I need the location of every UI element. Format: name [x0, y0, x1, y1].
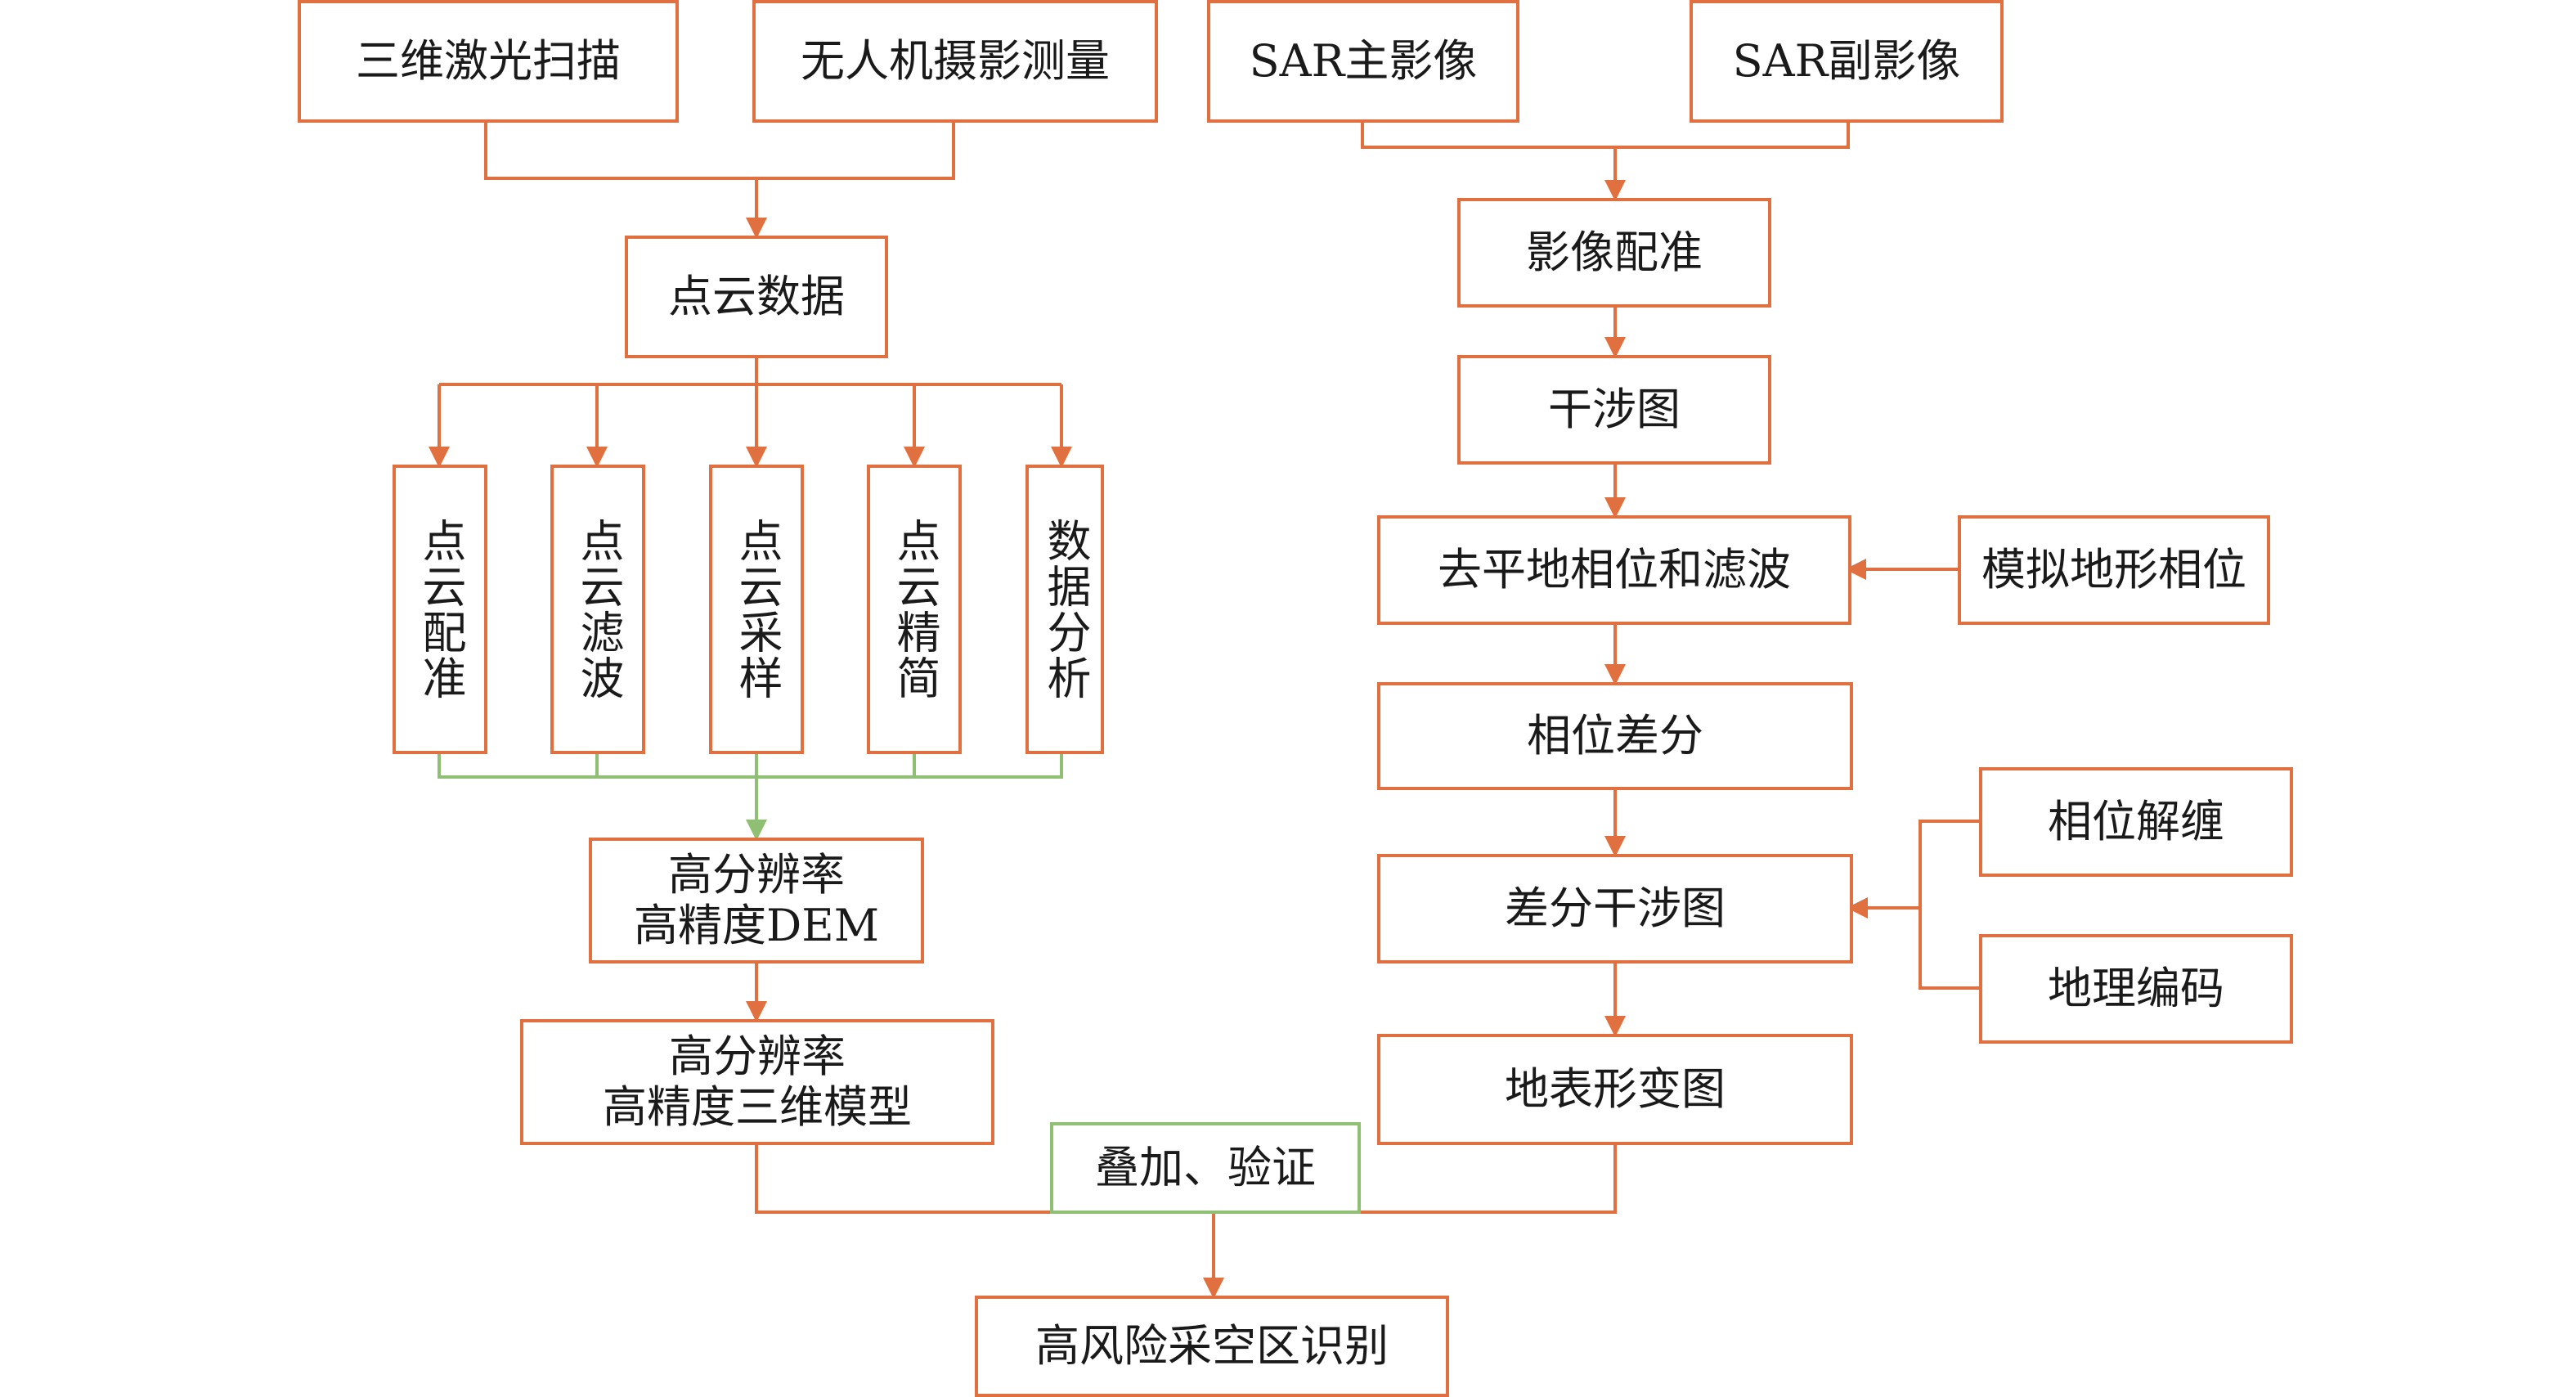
node-label: 无人机摄影测量	[801, 34, 1110, 87]
node-label: 高分辨率 高精度DEM	[633, 848, 879, 951]
connector-laser-uav-merge	[484, 121, 955, 180]
node-pc-filtering: 点云滤波	[550, 465, 645, 754]
node-label: 点云精简	[889, 518, 941, 701]
node-geocoding: 地理编码	[1979, 934, 2293, 1044]
node-phase-difference: 相位差分	[1377, 682, 1853, 790]
node-sar-master: SAR主影像	[1207, 0, 1519, 123]
node-label: 点云数据	[668, 270, 845, 322]
node-label: 影像配准	[1526, 226, 1703, 278]
node-label: 差分干涉图	[1505, 882, 1726, 934]
node-label: 去平地相位和滤波	[1438, 543, 1791, 595]
node-overlay-verify: 叠加、验证	[1050, 1122, 1361, 1214]
node-pc-sampling: 点云采样	[709, 465, 804, 754]
node-label: 地理编码	[2048, 962, 2224, 1014]
node-label: 三维激光扫描	[356, 34, 621, 87]
node-label: 相位差分	[1527, 709, 1703, 761]
connector-processing-merge	[438, 752, 1063, 779]
node-goaf-identification: 高风险采空区识别	[975, 1296, 1449, 1397]
node-label: 叠加、验证	[1095, 1141, 1316, 1193]
connector-sar-merge	[1361, 121, 1850, 149]
node-laser-scan: 三维激光扫描	[298, 0, 679, 123]
node-data-analysis: 数据分析	[1025, 465, 1104, 754]
node-pc-simplification: 点云精简	[867, 465, 962, 754]
node-label: 点云配准	[415, 518, 467, 701]
node-image-registration: 影像配准	[1457, 198, 1771, 308]
node-label: 高风险采空区识别	[1035, 1319, 1389, 1372]
node-label: 点云采样	[731, 518, 783, 701]
node-sar-slave: SAR副影像	[1690, 0, 2004, 123]
node-hr-3d-model: 高分辨率 高精度三维模型	[520, 1019, 994, 1145]
connector-unwrap-geocode-bracket	[1919, 820, 1981, 990]
node-simulated-terrain-phase: 模拟地形相位	[1958, 515, 2270, 625]
node-point-cloud: 点云数据	[625, 236, 888, 358]
node-label: 高分辨率 高精度三维模型	[603, 1030, 912, 1133]
node-uav-photogrammetry: 无人机摄影测量	[752, 0, 1158, 123]
connector-point-cloud-fanout	[439, 357, 1061, 386]
node-deformation-map: 地表形变图	[1377, 1034, 1853, 1145]
node-label: 干涉图	[1548, 383, 1681, 435]
node-label: 数据分析	[1039, 518, 1092, 701]
node-pc-registration: 点云配准	[393, 465, 487, 754]
node-label: 相位解缠	[2048, 795, 2224, 847]
node-phase-unwrapping: 相位解缠	[1979, 767, 2293, 877]
node-label: 模拟地形相位	[1981, 543, 2246, 595]
node-differential-interferogram: 差分干涉图	[1377, 854, 1853, 964]
node-label: 地表形变图	[1505, 1062, 1726, 1115]
node-flat-earth-removal: 去平地相位和滤波	[1377, 515, 1851, 625]
node-interferogram: 干涉图	[1457, 355, 1771, 465]
node-label: SAR主影像	[1249, 34, 1478, 87]
node-label: 点云滤波	[572, 518, 625, 701]
node-label: SAR副影像	[1732, 34, 1961, 87]
node-hr-dem: 高分辨率 高精度DEM	[589, 838, 924, 964]
